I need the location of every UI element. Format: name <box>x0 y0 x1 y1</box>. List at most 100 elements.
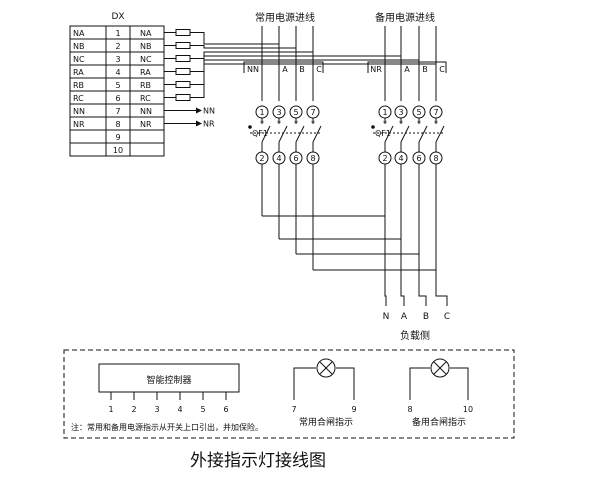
load-wire <box>400 239 405 306</box>
switch-blade <box>400 125 410 143</box>
backup-supply-title: 备用电源进线 <box>375 11 435 24</box>
phase-bracket <box>367 61 447 73</box>
controller-pin-number: 3 <box>154 405 159 414</box>
phase-label: C <box>316 65 322 74</box>
terminal-number: 3 <box>398 108 403 117</box>
terminal-row-number: 3 <box>115 55 120 64</box>
controller-pin-number: 5 <box>200 405 205 414</box>
switch-blade <box>418 125 428 143</box>
terminal-row-left: RA <box>73 68 84 77</box>
arrow-label: NR <box>203 120 215 129</box>
terminal-row-left: NB <box>73 42 84 51</box>
terminal-block-title: DX <box>111 12 124 22</box>
load-label-n: N <box>383 312 390 322</box>
control-wire <box>190 51 313 59</box>
breaker-label: QF1 <box>252 129 268 138</box>
load-side-title: 负载侧 <box>400 329 430 342</box>
terminal-number: 8 <box>310 154 315 163</box>
control-wire <box>190 45 296 49</box>
backup-lamp-caption: 备用合闸指示 <box>412 416 466 428</box>
load-side: N A B C 负载侧 <box>383 312 451 342</box>
load-wire <box>435 270 448 306</box>
terminal-row-number: 10 <box>113 146 123 155</box>
terminal-row-number: 2 <box>115 42 120 51</box>
controller-pin-number: 2 <box>131 405 136 414</box>
switch-blade <box>384 125 394 143</box>
phase-label: A <box>282 65 288 74</box>
controller-pin-number: 1 <box>108 405 113 414</box>
controller-pin-number: 6 <box>223 405 228 414</box>
switch-blade <box>435 125 445 143</box>
terminal-row-left: NR <box>73 120 85 129</box>
fuse-icon <box>175 55 191 62</box>
controller-pin-number: 4 <box>177 405 182 414</box>
phase-label: A <box>404 65 410 74</box>
terminal-row-left: NC <box>73 55 85 64</box>
control-wire <box>190 32 279 45</box>
load-wire <box>384 216 387 306</box>
terminal-row-number: 4 <box>115 68 120 77</box>
switch-blade <box>295 125 305 143</box>
terminal-row-right: RB <box>140 81 151 90</box>
normal-lamp-pin-7: 7 <box>291 405 296 414</box>
load-label-c: C <box>444 312 450 322</box>
load-label-a: A <box>401 312 408 322</box>
terminal-number: 1 <box>259 108 264 117</box>
fuse-icon <box>175 68 191 75</box>
normal-lamp-caption: 常用合闸指示 <box>299 416 353 428</box>
terminal-row-right: NR <box>140 120 152 129</box>
indicator-panel <box>63 349 515 439</box>
arrow-label: NN <box>203 107 215 116</box>
fuse-icon <box>175 81 191 88</box>
load-wiring <box>261 164 448 306</box>
terminal-number: 6 <box>293 154 298 163</box>
smart-controller: 智能控制器 1 2 3 4 5 6 <box>98 363 240 414</box>
terminal-row-right: RA <box>140 68 151 77</box>
terminal-number: 3 <box>276 108 281 117</box>
phase-label: NN <box>247 65 259 74</box>
normal-lamp-pin-9: 9 <box>351 405 356 414</box>
phase-label: B <box>299 65 305 74</box>
terminal-row-left: NN <box>73 107 85 116</box>
arrow-icon <box>196 120 202 127</box>
terminal-number: 6 <box>416 154 421 163</box>
terminal-number: 2 <box>259 154 264 163</box>
load-label-b: B <box>423 312 429 322</box>
fuse-icon <box>175 42 191 49</box>
terminal-number: 5 <box>416 108 421 117</box>
terminal-row-number: 1 <box>115 29 120 38</box>
fuse-icon <box>175 94 191 101</box>
control-wires: NN NR <box>164 29 436 129</box>
aux-contact-dot <box>248 125 252 129</box>
terminal-number: 7 <box>310 108 315 117</box>
normal-supply-title: 常用电源进线 <box>255 11 315 24</box>
terminal-number: 1 <box>382 108 387 117</box>
phase-label: C <box>439 65 445 74</box>
terminal-row-right: NN <box>140 107 152 116</box>
terminal-row-left: RB <box>73 81 84 90</box>
terminal-number: 8 <box>433 154 438 163</box>
terminal-row-left: RC <box>73 94 84 103</box>
arrow-icon <box>196 107 202 114</box>
terminal-number: 4 <box>276 154 281 163</box>
terminal-row-number: 5 <box>115 81 120 90</box>
terminal-row-left: NA <box>73 29 85 38</box>
switch-blade <box>278 125 288 143</box>
phase-label: B <box>422 65 428 74</box>
backup-lamp-pin-8: 8 <box>407 405 412 414</box>
terminal-row-right: NB <box>140 42 151 51</box>
figure-title: 外接指示灯接线图 <box>190 451 326 471</box>
backup-lamp: 8 10 备用合闸指示 <box>407 358 473 428</box>
normal-lamp: 7 9 常用合闸指示 <box>291 358 357 428</box>
terminal-number: 2 <box>382 154 387 163</box>
terminal-row-right: NC <box>140 55 152 64</box>
terminal-number: 7 <box>433 108 438 117</box>
fuse-icon <box>175 29 191 36</box>
terminal-number: 5 <box>293 108 298 117</box>
terminal-row-number: 7 <box>115 107 120 116</box>
backup-lamp-pin-10: 10 <box>463 405 473 414</box>
controller-label: 智能控制器 <box>146 374 191 386</box>
